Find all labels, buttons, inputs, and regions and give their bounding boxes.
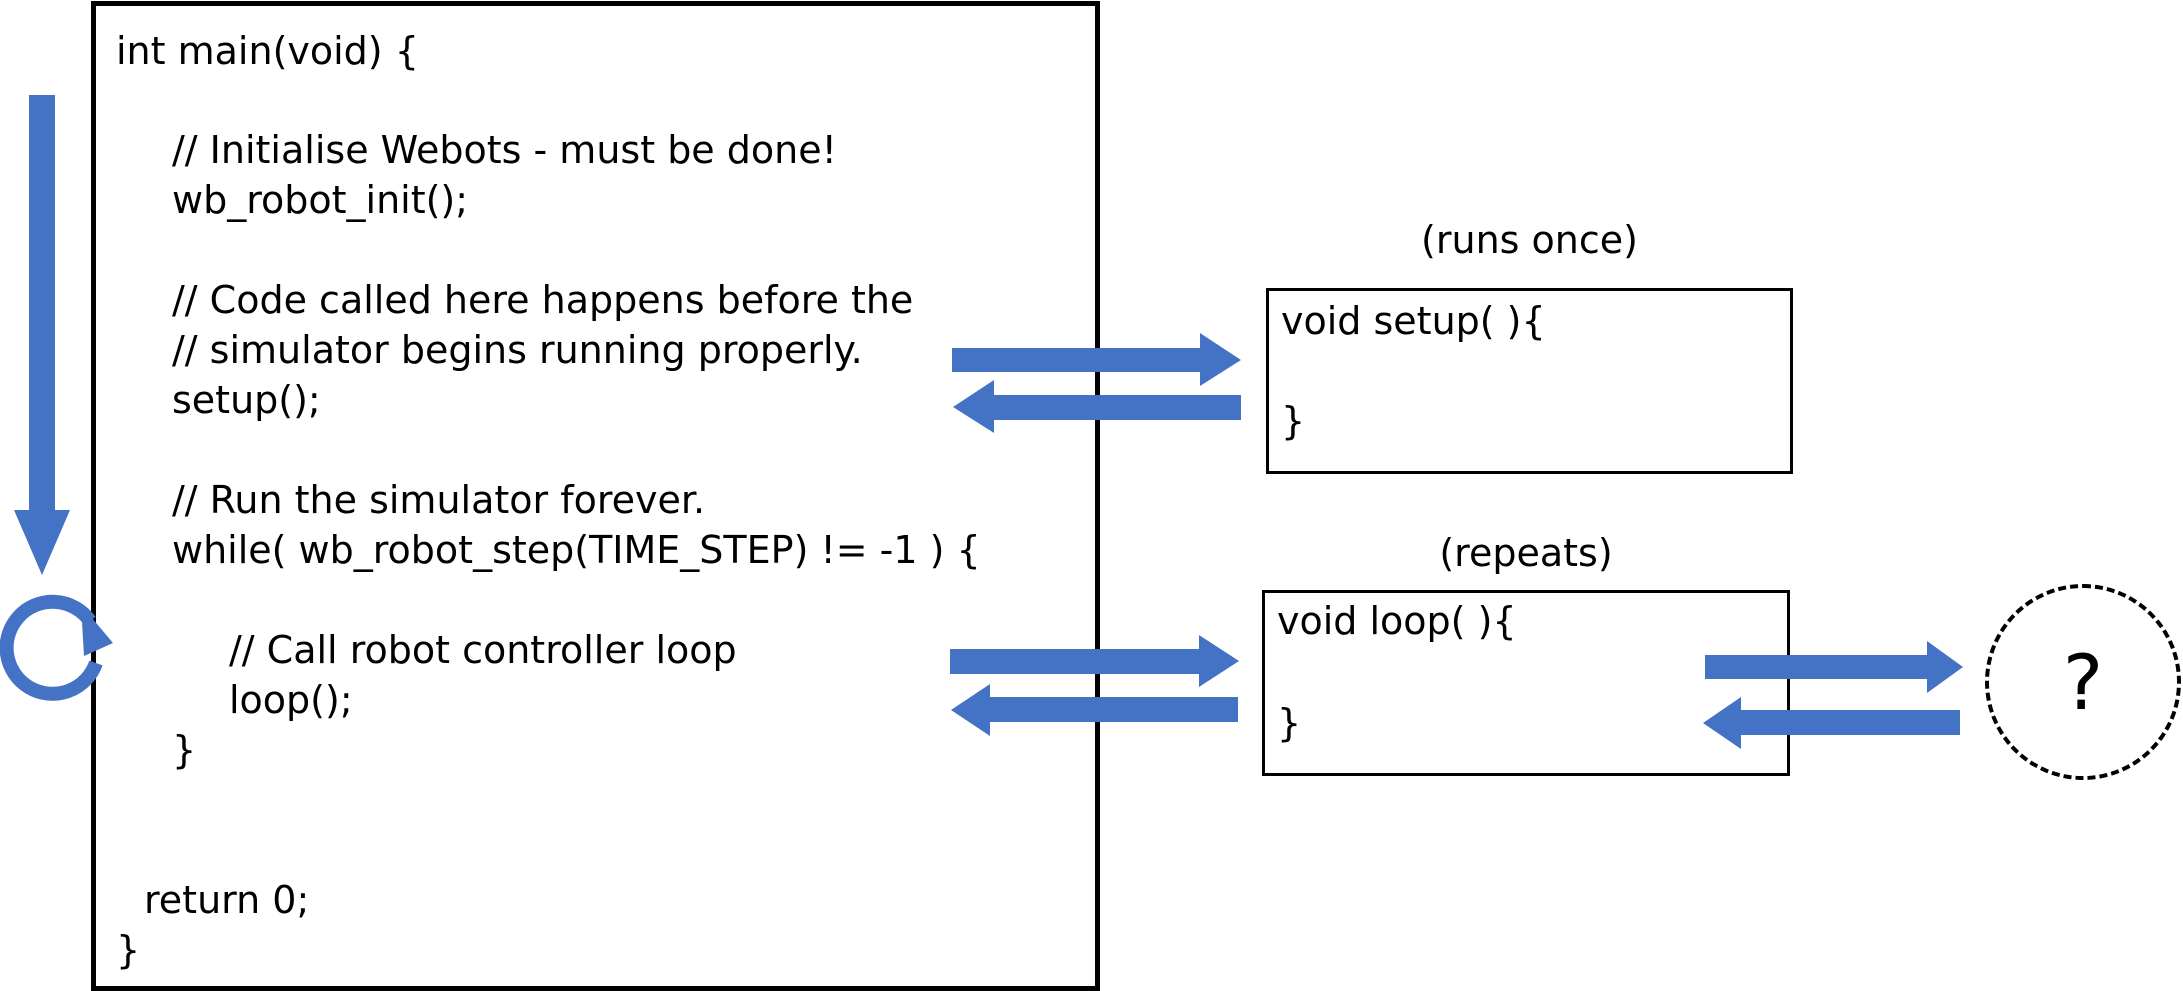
setup-caption: (runs once) [1421,218,1638,262]
comment-call-loop-line: // Call robot controller loop [229,628,737,672]
setup-call-line: setup(); [172,378,321,422]
loop-to-unknown-arrow [1705,641,1963,693]
setup-close-brace: } [1281,399,1306,443]
robot-init-call-line: wb_robot_init(); [172,178,469,222]
unknown-circle: ? [1985,584,2181,780]
loop-caption: (repeats) [1439,531,1613,575]
execution-direction-arrow [14,95,70,575]
return-line: return 0; [144,878,310,922]
while-loop-line: while( wb_robot_step(TIME_STEP) != -1 ) … [172,528,981,572]
main-function-box [91,1,1100,991]
return-from-loop-arrow [951,684,1238,736]
loop-call-line: loop(); [229,678,353,722]
while-close-brace: } [172,728,197,772]
loop-signature-line: void loop( ){ [1277,599,1517,643]
loop-close-brace: } [1277,701,1302,745]
comment-init-line: // Initialise Webots - must be done! [172,128,837,172]
call-setup-arrow [952,333,1241,386]
setup-signature-line: void setup( ){ [1281,299,1546,343]
comment-before-line-1: // Code called here happens before the [172,278,914,322]
unknown-to-loop-arrow [1703,697,1960,749]
call-loop-arrow [950,635,1239,687]
comment-run-forever-line: // Run the simulator forever. [172,478,706,522]
comment-before-line-2: // simulator begins running properly. [172,328,863,372]
main-signature-line: int main(void) { [116,29,419,73]
question-mark: ? [2062,637,2104,727]
loop-function-box [1262,590,1790,776]
return-from-setup-arrow [953,380,1241,433]
main-close-brace: } [116,928,141,972]
setup-function-box [1266,288,1793,474]
repeat-cycle-icon [0,594,113,701]
